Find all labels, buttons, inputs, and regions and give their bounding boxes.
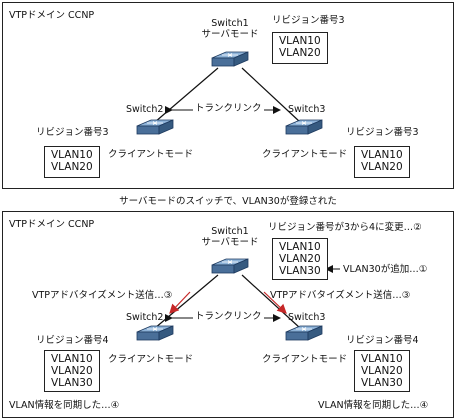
bottom-switch3-vlan-box: VLAN10 VLAN20 VLAN30: [354, 350, 410, 392]
vlan-entry: VLAN30: [51, 377, 93, 389]
top-switch3-mode: クライアントモード: [262, 149, 348, 160]
vlan-entry: VLAN10: [279, 35, 321, 47]
bottom-switch2-advert: VTPアドバタイズメント送信…③: [32, 290, 173, 301]
vlan-entry: VLAN30: [279, 265, 321, 277]
bottom-switch2-revision: リビジョン番号4: [36, 335, 109, 346]
advert-arrow-right: [263, 291, 287, 314]
link-sw1-sw3-bottom: [241, 274, 301, 329]
bottom-switch3-advert: VTPアドバタイズメント送信…③: [270, 290, 411, 301]
link-sw1-sw3-top: [241, 67, 301, 123]
vlan-entry: VLAN30: [361, 377, 403, 389]
advert-arrow-left: [169, 291, 191, 314]
bottom-panel: [2, 211, 454, 418]
bottom-switch2-sync: VLAN情報を同期した…④: [9, 400, 120, 411]
top-switch2-name: Switch2: [126, 104, 164, 115]
bottom-vlan-added-label: VLAN30が追加…①: [343, 264, 428, 275]
top-switch1-revision: リビジョン番号3: [272, 15, 345, 26]
vlan-entry: VLAN10: [51, 353, 93, 365]
bottom-switch2-name: Switch2: [126, 312, 164, 323]
vlan-entry: VLAN10: [361, 353, 403, 365]
bottom-switch1-revision-change: リビジョン番号が3から4に変更…②: [268, 222, 422, 233]
bottom-trunk-label: トランクリンク: [193, 311, 264, 322]
top-switch1-name: Switch1: [211, 18, 249, 29]
bottom-switch2-mode: クライアントモード: [108, 354, 194, 365]
bottom-switch3-mode: クライアントモード: [262, 354, 348, 365]
top-switch3-name: Switch3: [288, 104, 326, 115]
vlan-entry: VLAN10: [279, 241, 321, 253]
vlan-entry: VLAN10: [361, 149, 403, 161]
bottom-switch3-name: Switch3: [288, 312, 326, 323]
vlan-entry: VLAN20: [361, 365, 403, 377]
vlan-entry: VLAN20: [279, 253, 321, 265]
bottom-switch1-name: Switch1: [211, 226, 249, 237]
top-switch1-vlan-box: VLAN10 VLAN20: [272, 32, 328, 64]
top-switch2-vlan-box: VLAN10 VLAN20: [44, 146, 100, 178]
top-trunk-label: トランクリンク: [193, 103, 264, 114]
vlan-entry: VLAN20: [51, 365, 93, 377]
top-domain-title: VTPドメイン CCNP: [9, 10, 95, 21]
top-switch1-mode: サーバモード: [201, 29, 259, 40]
middle-caption: サーバモードのスイッチで、VLAN30が登録された: [119, 196, 337, 207]
bottom-switch3-revision: リビジョン番号4: [346, 335, 419, 346]
top-switch3-vlan-box: VLAN10 VLAN20: [354, 146, 410, 178]
bottom-switch1-mode: サーバモード: [201, 237, 259, 248]
bottom-switch3-sync: VLAN情報を同期した…④: [318, 400, 429, 411]
top-switch3-revision: リビジョン番号3: [346, 127, 419, 138]
top-switch2-mode: クライアントモード: [108, 149, 194, 160]
top-switch2-revision: リビジョン番号3: [36, 127, 109, 138]
vlan-entry: VLAN20: [279, 47, 321, 59]
bottom-switch2-vlan-box: VLAN10 VLAN20 VLAN30: [44, 350, 100, 392]
bottom-domain-title: VTPドメイン CCNP: [9, 219, 95, 230]
vlan-entry: VLAN20: [361, 161, 403, 173]
top-panel: [2, 2, 454, 189]
bottom-switch1-vlan-box: VLAN10 VLAN20 VLAN30: [272, 238, 328, 280]
vlan-entry: VLAN10: [51, 149, 93, 161]
vlan-entry: VLAN20: [51, 161, 93, 173]
